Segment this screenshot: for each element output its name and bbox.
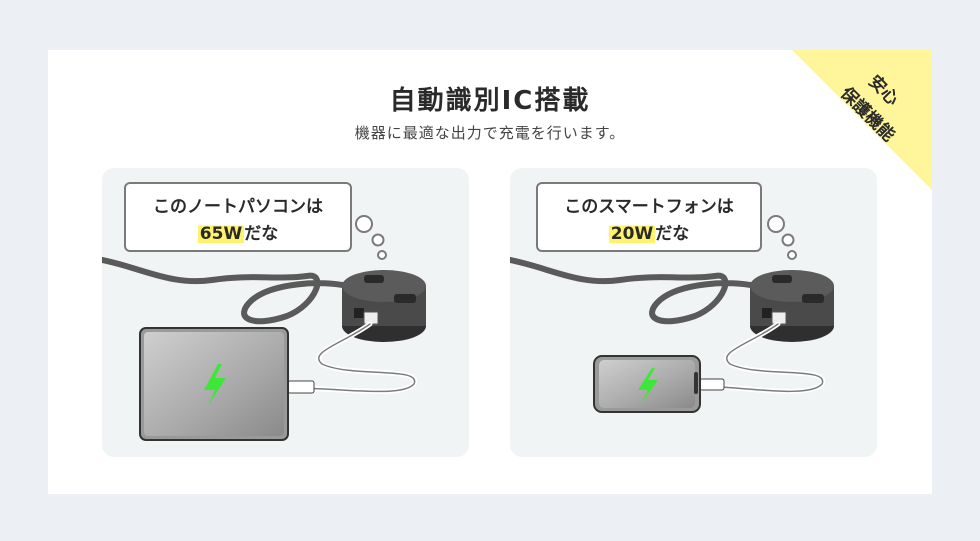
usb-hub <box>750 270 834 342</box>
safety-badge: 安心 保護機能 <box>772 50 932 210</box>
page-subtitle: 機器に最適な出力で充電を行います。 <box>354 124 626 142</box>
bubble-suffix: だな <box>244 224 279 244</box>
usb-hub <box>342 270 426 342</box>
smartphone-scene <box>510 215 834 413</box>
bubble-suffix: だな <box>655 224 690 244</box>
charging-bolt-icon <box>204 364 226 406</box>
feature-card: 安心 保護機能 自動識別IC搭載 機器に最適な出力で充電を行います。 <box>48 50 932 494</box>
laptop-scene <box>102 215 426 441</box>
bubble-line1: このスマートフォンは <box>564 197 734 217</box>
page-title: 自動識別IC搭載 <box>389 86 591 116</box>
charging-bolt-icon <box>638 368 658 404</box>
bubble-line1: このノートパソコンは <box>153 197 323 217</box>
watt-value: 20W <box>608 224 656 244</box>
thought-bubble-icon <box>767 215 797 260</box>
thought-bubble-icon <box>355 215 387 260</box>
watt-value: 65W <box>197 224 245 244</box>
